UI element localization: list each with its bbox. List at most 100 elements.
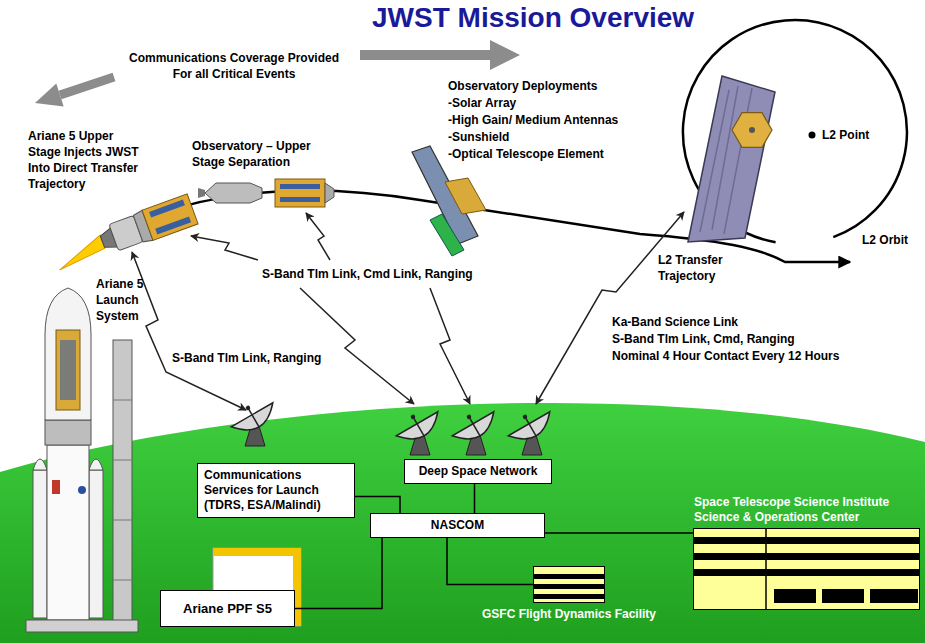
annotation-label: Ka-Band Science Link [612,314,738,330]
annotation-label: Ariane 5 Launch System [96,276,151,324]
building-stripe [534,594,604,599]
observatory-at-l2 [688,76,775,242]
ariane5-rocket [113,520,132,521]
ariane5-rocket [47,445,89,620]
launch-antenna [226,394,280,446]
stowed-observatory [280,184,320,189]
observatory-at-l2 [712,86,738,230]
annotation-label: -Optical Telescope Element [448,146,604,162]
building-stripes [534,567,604,602]
observatory-at-l2 [688,76,775,242]
observatory-at-l2 [724,88,752,234]
ariane5-rocket [56,330,80,410]
annotation-label: -Sunshield [448,129,509,145]
box-label: Deep Space Network [411,464,545,479]
box-label: Ariane PPF S5 [169,601,286,616]
process-box: Ariane PPF S5 [160,590,295,627]
coverage-arrow [35,40,520,106]
annotation-label: Communications Coverage Provided For all… [123,50,345,82]
ariane5-rocket [78,486,86,494]
connector-line [295,538,382,609]
radio-link [430,288,470,404]
annotation-label: S-Band Tlm Link, Cmd, Ranging [612,331,795,347]
ariane5-rocket [45,420,91,445]
diagram-title: JWST Mission Overview [372,0,694,36]
ariane5-rocket [113,460,132,461]
building-stripe [534,574,604,579]
upper-stage-with-jwst [53,235,106,270]
observatory-at-l2 [749,127,755,133]
ariane5-rocket [89,470,103,618]
annotation-label: L2 Orbit [862,232,908,248]
ariane5-rocket [26,620,138,632]
stowed-observatory [325,183,334,203]
deploying-observatory [430,214,464,256]
stowed-observatory [280,197,320,202]
coverage-arrow [360,50,492,60]
ariane5-rocket [89,459,103,470]
annotation-label: L2 Point [822,127,869,143]
facility-name: GSFC Flight Dynamics Facility [482,607,656,622]
upper-stage-with-jwst [155,217,191,235]
box-label: NASCOM [377,518,538,533]
annotation-label: -High Gain/ Medium Antennas [448,112,618,128]
separated-upper-stage [198,183,262,203]
ariane5-rocket [113,580,132,581]
ariane5-rocket [26,288,138,632]
building-divider [765,529,767,609]
annotation-label: Observatory Deployments [448,78,597,94]
coverage-arrow [60,77,114,95]
ariane5-rocket [113,340,132,622]
process-box: NASCOM [370,513,545,538]
annotation-label: Ariane 5 Upper Stage Injects JWST Into D… [28,128,143,192]
ariane5-rocket [33,470,47,618]
ariane5-rocket [113,400,132,401]
process-box: Communications Services for Launch (TDRS… [197,463,355,518]
deploying-observatory [445,178,486,214]
building-stripe [822,589,864,603]
annotation-label: -Solar Array [448,95,516,111]
annotation-label: L2 Transfer Trajectory [658,252,748,284]
separated-upper-stage [198,188,205,198]
upper-stage-with-jwst [149,200,185,218]
annotation-label: Nominal 4 Hour Contact Every 12 Hours [612,348,839,364]
annotation-label: S-Band Tlm Link, Ranging [172,350,321,366]
dsn-antenna [503,403,557,455]
deploying-observatory [412,146,486,256]
connector-line [447,538,533,585]
building-stripe [534,584,604,589]
stowed-observatory [275,179,334,207]
building-stripe [694,537,919,544]
connector-line [474,484,476,513]
upper-stage-with-jwst [50,194,198,274]
facility-name: Space Telescope Science Institute Scienc… [694,495,922,525]
radio-link [191,236,258,260]
separated-upper-stage [205,183,262,203]
radio-link [132,252,246,410]
ariane5-rocket [52,480,60,494]
building-node: GSFC Flight Dynamics Facility [533,566,605,603]
radio-link [300,288,414,404]
radio-link [132,212,684,410]
coverage-arrow [490,40,520,70]
ariane5-rocket [33,459,47,470]
ariane5-rocket [60,340,76,400]
building-stripes [694,529,919,609]
ariane5-rocket [45,288,91,420]
box-label: Communications Services for Launch (TDRS… [204,468,348,513]
building-stripe [774,589,816,603]
building-stripe [694,569,919,576]
dsn-antenna [447,403,501,455]
coverage-arrow [35,84,64,107]
l2-point-dot [809,132,816,139]
building-node: Space Telescope Science Institute Scienc… [693,528,920,610]
observatory-at-l2 [732,113,772,148]
radio-link [306,213,330,260]
l2-orbit [683,20,907,242]
building-stripe [870,589,918,603]
process-box: Deep Space Network [404,459,552,484]
stowed-observatory [275,179,325,207]
upper-stage-with-jwst [142,194,198,240]
annotation-label: Observatory – Upper Stage Separation [192,138,317,170]
